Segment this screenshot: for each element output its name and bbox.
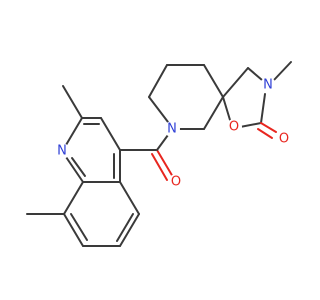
bond-carbonyl-o-double bbox=[151, 153, 168, 181]
bond-n1-c8a-double bbox=[71, 157, 86, 177]
bond-c5-c6-double bbox=[116, 213, 134, 242]
bond-c4p-spiro bbox=[203, 64, 224, 98]
oxazolidinone-ring bbox=[222, 67, 266, 128]
bond-n1-c8a bbox=[65, 156, 84, 183]
atom-label-n: N bbox=[57, 144, 67, 159]
bond-c4a-c5 bbox=[119, 181, 140, 215]
atom-o-oxazolidinone-carbonyl: O bbox=[276, 131, 292, 147]
bond-c8-c8a bbox=[63, 181, 84, 215]
bond-ring-carbonyl-o-double bbox=[257, 128, 273, 139]
atom-n-oxazolidinone: N bbox=[260, 77, 276, 93]
atom-label-n: N bbox=[263, 78, 273, 93]
atom-o-ring: O bbox=[226, 119, 242, 135]
bond-carbonyl-o bbox=[156, 149, 174, 178]
bond-n-methyl bbox=[273, 61, 292, 81]
atom-label-o: O bbox=[171, 175, 181, 190]
bond-ring-carbonyl-o bbox=[260, 122, 277, 133]
bond-c7-c8-double bbox=[70, 213, 88, 241]
quinoline-benzene-ring bbox=[63, 181, 140, 247]
bond-spiro-c6p bbox=[203, 96, 224, 130]
piperidine-ring bbox=[148, 64, 224, 130]
bond-c7-c8 bbox=[63, 213, 84, 247]
atom-label-o: O bbox=[229, 120, 239, 135]
bond-carbonyl-n bbox=[156, 134, 169, 151]
bond-c4-c3 bbox=[100, 117, 121, 151]
atom-label-n: N bbox=[167, 122, 177, 137]
bond-ch2-n bbox=[247, 67, 263, 81]
quinoline-pyridine-ring bbox=[65, 117, 121, 183]
bond-c2-methyl bbox=[62, 85, 83, 119]
atom-label-o: O bbox=[279, 132, 289, 147]
bond-c2-n1 bbox=[65, 117, 83, 146]
bond-carbonyl-ring-o bbox=[239, 122, 262, 128]
bond-n-carbonyl bbox=[260, 93, 266, 124]
atom-o-carbonyl: O bbox=[168, 174, 184, 190]
atom-n-quinoline: N bbox=[54, 143, 70, 159]
bond-n-c2p bbox=[148, 96, 169, 123]
molecule-structure: N O N O N O bbox=[26, 61, 292, 247]
bond-c2p-c3p bbox=[148, 64, 168, 98]
bond-spiro-ch2 bbox=[222, 67, 249, 98]
bond-ring-o-spiro bbox=[222, 96, 231, 121]
bond-c5-c6 bbox=[119, 213, 140, 247]
atom-n-piperidine: N bbox=[164, 121, 180, 137]
